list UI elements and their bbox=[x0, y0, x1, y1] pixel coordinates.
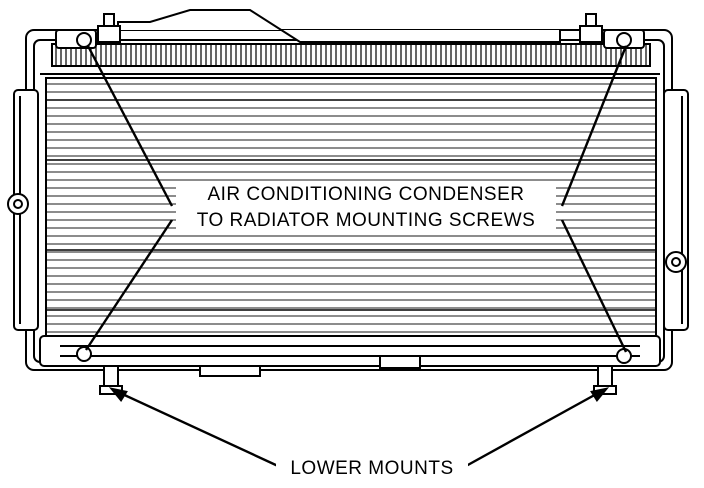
callout-line-1: AIR CONDITIONING CONDENSER bbox=[207, 184, 525, 205]
screw-top-left bbox=[76, 32, 92, 48]
bottom-tank bbox=[39, 335, 661, 377]
arrowhead-lower-left bbox=[108, 387, 128, 403]
callout-line-2: TO RADIATOR MOUNTING SCREWS bbox=[196, 210, 536, 231]
screw-bottom-right bbox=[616, 348, 632, 364]
leader-bottom-left bbox=[84, 219, 174, 351]
leader-top-left bbox=[86, 45, 174, 207]
top-tank bbox=[40, 9, 660, 75]
condenser-screws-callout: AIR CONDITIONING CONDENSER TO RADIATOR M… bbox=[176, 182, 556, 234]
leader-bottom-right bbox=[560, 219, 628, 353]
condenser-leader-lines bbox=[84, 45, 628, 353]
right-side-tank bbox=[663, 89, 689, 331]
left-fitting bbox=[7, 193, 29, 215]
top-right-bracket bbox=[579, 13, 645, 49]
leader-lower-left bbox=[117, 390, 279, 468]
lower-mount-left bbox=[99, 365, 123, 395]
lower-mounts-callout: LOWER MOUNTS bbox=[276, 456, 468, 482]
right-fitting bbox=[665, 251, 687, 273]
arrowhead-lower-right bbox=[590, 387, 610, 403]
leader-top-right bbox=[560, 45, 628, 207]
mounting-screws bbox=[76, 32, 632, 364]
lower-mounts-leader-lines bbox=[108, 387, 610, 468]
screw-top-right bbox=[616, 32, 632, 48]
leader-lower-right bbox=[465, 390, 601, 468]
screw-bottom-left bbox=[76, 346, 92, 362]
